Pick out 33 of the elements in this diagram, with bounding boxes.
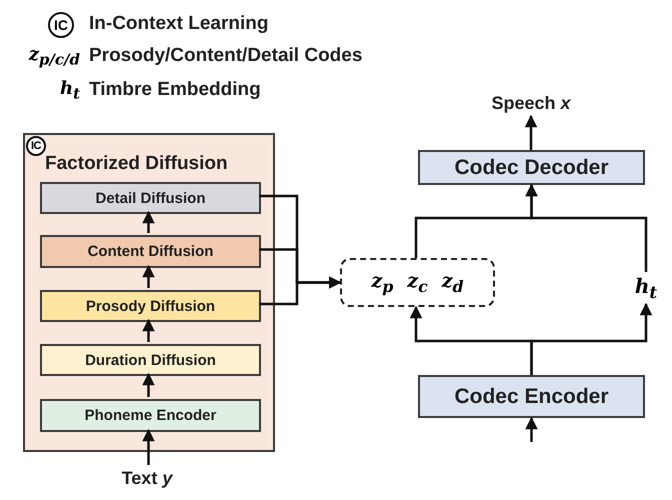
codes-box — [340, 258, 495, 307]
math-symbol: h$_{t}$ — [60, 78, 80, 103]
arrow — [525, 184, 648, 272]
io-label: Text y — [107, 465, 187, 491]
code-symbol: z$_{p}$ — [371, 270, 394, 296]
math-symbol: h$_{t}$ — [628, 272, 664, 304]
arrow — [142, 372, 155, 397]
process-box: Codec Decoder — [418, 150, 645, 185]
process-box: Phoneme Encoder — [40, 399, 261, 432]
arrow — [259, 276, 342, 306]
legend-text: In-Context Learning — [89, 13, 268, 35]
process-box: Codec Encoder — [418, 375, 645, 418]
process-box: Content Diffusion — [40, 235, 261, 268]
io-label: Speech x — [481, 90, 581, 116]
process-box: Prosody Diffusion — [40, 290, 261, 322]
legend-text: Prosody/Content/Detail Codes — [89, 45, 362, 67]
arrow — [530, 302, 652, 375]
arrow — [142, 428, 155, 465]
in-context-badge: IC — [26, 136, 46, 156]
code-symbol: z$_{d}$ — [442, 270, 464, 296]
process-box: Detail Diffusion — [40, 182, 261, 214]
arrow — [524, 114, 538, 150]
arrow — [525, 416, 538, 442]
group-box — [23, 133, 275, 452]
in-context-badge: IC — [48, 12, 74, 38]
legend-text: Timbre Embedding — [89, 79, 261, 101]
arrow — [142, 210, 155, 233]
arrow — [142, 264, 155, 288]
arrow — [142, 318, 155, 342]
process-box: Duration Diffusion — [40, 344, 261, 376]
code-symbol: z$_{c}$ — [407, 270, 428, 296]
math-symbol: z$_{p/c/d}$ — [28, 44, 80, 69]
group-heading: Factorized Diffusion — [45, 153, 228, 175]
